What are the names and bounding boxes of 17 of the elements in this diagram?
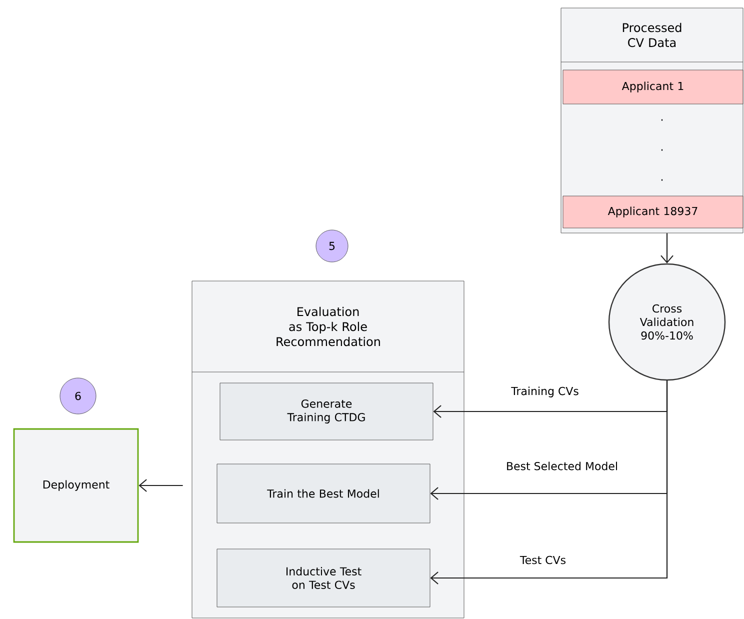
- process-box: Generate Training CTDG: [220, 382, 434, 440]
- arrow: [138, 479, 183, 492]
- edge-label: Training CVs: [510, 386, 580, 398]
- edge-label: Best Selected Model: [504, 460, 620, 472]
- edge-label: Test CVs: [518, 554, 568, 566]
- process-box: Inductive Test on Test CVs: [216, 548, 430, 608]
- arrow: [660, 233, 674, 264]
- ellipsis-dot: .: [661, 119, 663, 121]
- output-box: Deployment: [13, 428, 139, 543]
- record-row: Applicant 1: [562, 70, 744, 104]
- ellipsis-dot: .: [661, 179, 663, 181]
- process-box: Train the Best Model: [216, 464, 430, 524]
- ellipsis-dot: .: [661, 149, 663, 151]
- arrow: [430, 380, 668, 584]
- step-number-badge: 5: [316, 230, 348, 262]
- step-number-badge: 6: [60, 378, 96, 414]
- record-row: Applicant 18937: [562, 196, 744, 228]
